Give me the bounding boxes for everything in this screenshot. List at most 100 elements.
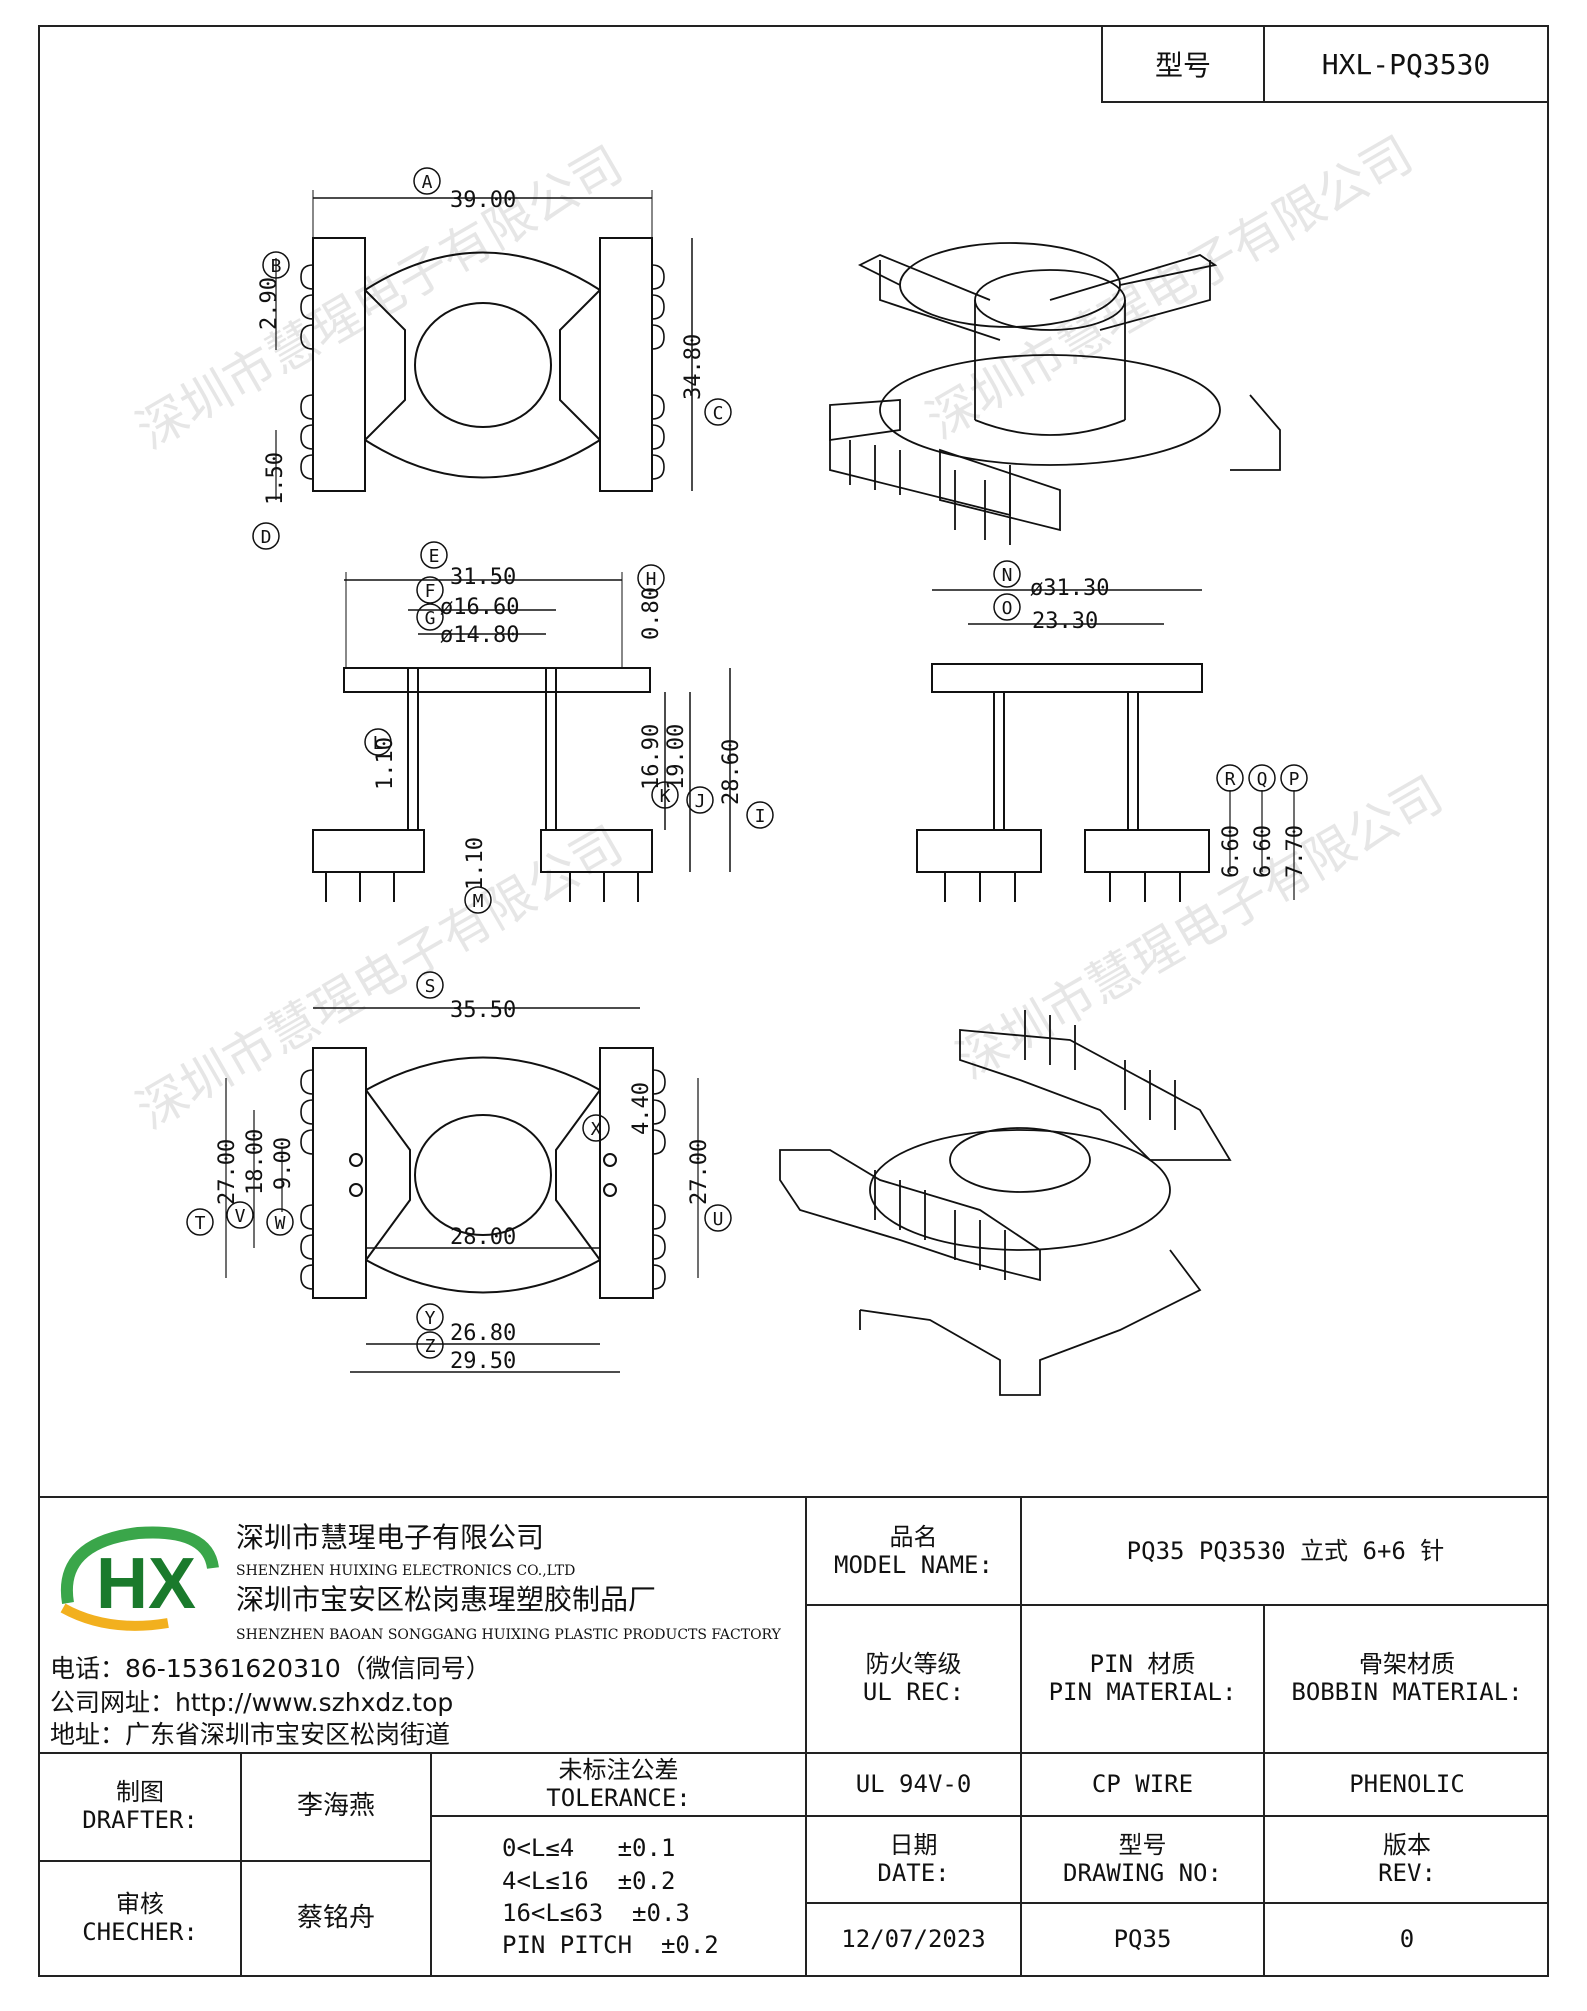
callout-letter-O: O	[1002, 598, 1013, 619]
bobbin-material-label: 骨架材质 BOBBIN MATERIAL:	[1265, 1606, 1549, 1752]
grid-v-805	[805, 1496, 807, 1977]
dim-K-value: 16.90	[639, 724, 664, 790]
grid-h-1752	[38, 1752, 1549, 1754]
model-name-label-en: MODEL NAME:	[834, 1551, 993, 1579]
dim-O-value: 23.30	[1032, 609, 1098, 634]
dim-E-value: 31.50	[450, 565, 516, 590]
dim-Q-value: 6.60	[1251, 825, 1276, 878]
header-model-value: HXL-PQ3530	[1321, 47, 1491, 81]
dim-W-value: 9.00	[271, 1137, 296, 1190]
callout-letter-P: P	[1289, 769, 1300, 790]
callout-X: X	[582, 1114, 610, 1142]
callout-R: R	[1216, 764, 1244, 792]
technical-drawing: 深圳市慧瑆电子有限公司 深圳市慧瑆电子有限公司 深圳市慧瑆电子有限公司 深圳市慧…	[127, 125, 1452, 1396]
title-block-top-rule	[38, 1496, 1549, 1498]
side-view	[916, 589, 1295, 902]
tolerance-label: 未标注公差 TOLERANCE:	[432, 1754, 805, 1815]
tolerance-item-2: 4<L≤16 ±0.2	[502, 1866, 676, 1895]
pin-material-label: PIN 材质 PIN MATERIAL:	[1022, 1606, 1263, 1752]
callout-Y: Y	[416, 1303, 444, 1331]
grid-h-1604	[805, 1604, 1549, 1606]
callout-V: V	[226, 1201, 254, 1229]
header-model-box: 型号 HXL-PQ3530	[1101, 25, 1549, 103]
drafter-label: 制图 DRAFTER:	[40, 1754, 240, 1860]
logo-text: HX	[96, 1544, 196, 1624]
dim-I-value: 28.60	[719, 739, 744, 805]
dim-R-value: 6.60	[1219, 825, 1244, 878]
grid-v-430	[430, 1752, 432, 1977]
bottom-view	[225, 1007, 699, 1373]
drawing-frame	[38, 25, 1549, 1977]
date-value: 12/07/2023	[841, 1925, 986, 1954]
callout-A: A	[413, 167, 441, 195]
callout-Z: Z	[416, 1331, 444, 1359]
callout-letter-T: T	[195, 1213, 206, 1234]
drafter-name: 李海燕	[296, 1791, 375, 1822]
callout-G: G	[416, 603, 444, 631]
callout-letter-E: E	[429, 546, 440, 567]
callout-letter-C: C	[713, 403, 724, 424]
date-label-en: DATE:	[877, 1858, 950, 1887]
ul-rec-label-cn: 防火等级	[865, 1650, 962, 1679]
callout-L: L	[364, 728, 392, 756]
callout-letter-Q: Q	[1257, 769, 1268, 790]
drafter-label-cn: 制图	[116, 1778, 164, 1807]
pin-material-label-cn: PIN 材质	[1089, 1650, 1196, 1679]
callout-letter-I: I	[755, 806, 766, 827]
callout-M: M	[464, 886, 492, 914]
rev-label: 版本 REV:	[1265, 1817, 1549, 1902]
dim-Z-value: 29.50	[450, 1349, 516, 1374]
checker-name: 蔡铭舟	[296, 1903, 375, 1934]
tolerance-list: 0<L≤4 ±0.1 4<L≤16 ±0.2 16<L≤63 ±0.3 PIN …	[432, 1817, 805, 1977]
tolerance-item-4: PIN PITCH ±0.2	[502, 1931, 719, 1960]
dim-L-value: 1.10	[373, 737, 398, 790]
company-address: 地址：广东省深圳市宝安区松岗街道	[50, 1719, 451, 1749]
drawing-no-label-en: DRAWING NO:	[1063, 1858, 1222, 1887]
model-name-label-cn: 品名	[889, 1523, 938, 1552]
dim-Y-value: 26.80	[450, 1321, 516, 1346]
callout-E: E	[420, 541, 448, 569]
model-name-value: PQ35 PQ3530 立式 6+6 针	[1126, 1537, 1445, 1566]
dim-F-value: ø16.60	[440, 595, 519, 620]
drafter-label-en: DRAFTER:	[82, 1806, 198, 1834]
callouts: A B C D E F G H I J K L M N O P Q R S T …	[186, 167, 1308, 1359]
tolerance-item-3: 16<L≤63 ±0.3	[502, 1899, 690, 1927]
checker-label-en: CHECHER:	[82, 1918, 198, 1946]
callout-P: P	[1280, 764, 1308, 792]
grid-v-240	[240, 1752, 242, 1977]
grid-v-1020	[1020, 1496, 1022, 1977]
rev-value: 0	[1399, 1925, 1415, 1954]
dim-V-value: 18.00	[243, 1129, 268, 1195]
dim-B-value: 2.90	[257, 277, 282, 330]
rev-label-en: REV:	[1378, 1858, 1436, 1887]
iso-view-top	[829, 242, 1281, 545]
dim-M-value: 1.10	[463, 837, 488, 890]
callout-N: N	[993, 560, 1021, 588]
model-name-label: 品名 MODEL NAME:	[807, 1500, 1020, 1604]
bobbin-material-label-cn: 骨架材质	[1359, 1650, 1455, 1679]
grid-v-1263	[1263, 1604, 1265, 1977]
callout-letter-J: J	[695, 791, 706, 812]
callout-letter-M: M	[473, 891, 484, 912]
tolerance-label-cn: 未标注公差	[558, 1755, 679, 1784]
front-view	[312, 572, 731, 902]
callout-letter-U: U	[713, 1209, 724, 1230]
callout-letter-N: N	[1002, 565, 1013, 586]
date-label-cn: 日期	[889, 1830, 938, 1859]
dim-C-value: 34.80	[681, 334, 706, 400]
dim-U-value: 27.00	[687, 1139, 712, 1205]
checker-label-cn: 审核	[116, 1890, 164, 1919]
callout-letter-H: H	[646, 569, 657, 590]
dim-D-value: 1.50	[263, 452, 288, 505]
pin-material-value: CP WIRE	[1091, 1769, 1194, 1798]
ul-rec-label-en: UL REC:	[862, 1678, 965, 1706]
dim-H-value: 0.80	[639, 587, 664, 640]
callout-letter-Z: Z	[425, 1336, 436, 1357]
callout-letter-F: F	[425, 581, 436, 602]
callout-letter-B: B	[271, 256, 282, 277]
callout-B: B	[262, 251, 290, 279]
grid-h-1902	[805, 1902, 1549, 1904]
drawing-no-label-cn: 型号	[1118, 1830, 1167, 1859]
ul-rec-label: 防火等级 UL REC:	[807, 1606, 1020, 1752]
dim-N-value: ø31.30	[1030, 576, 1109, 601]
